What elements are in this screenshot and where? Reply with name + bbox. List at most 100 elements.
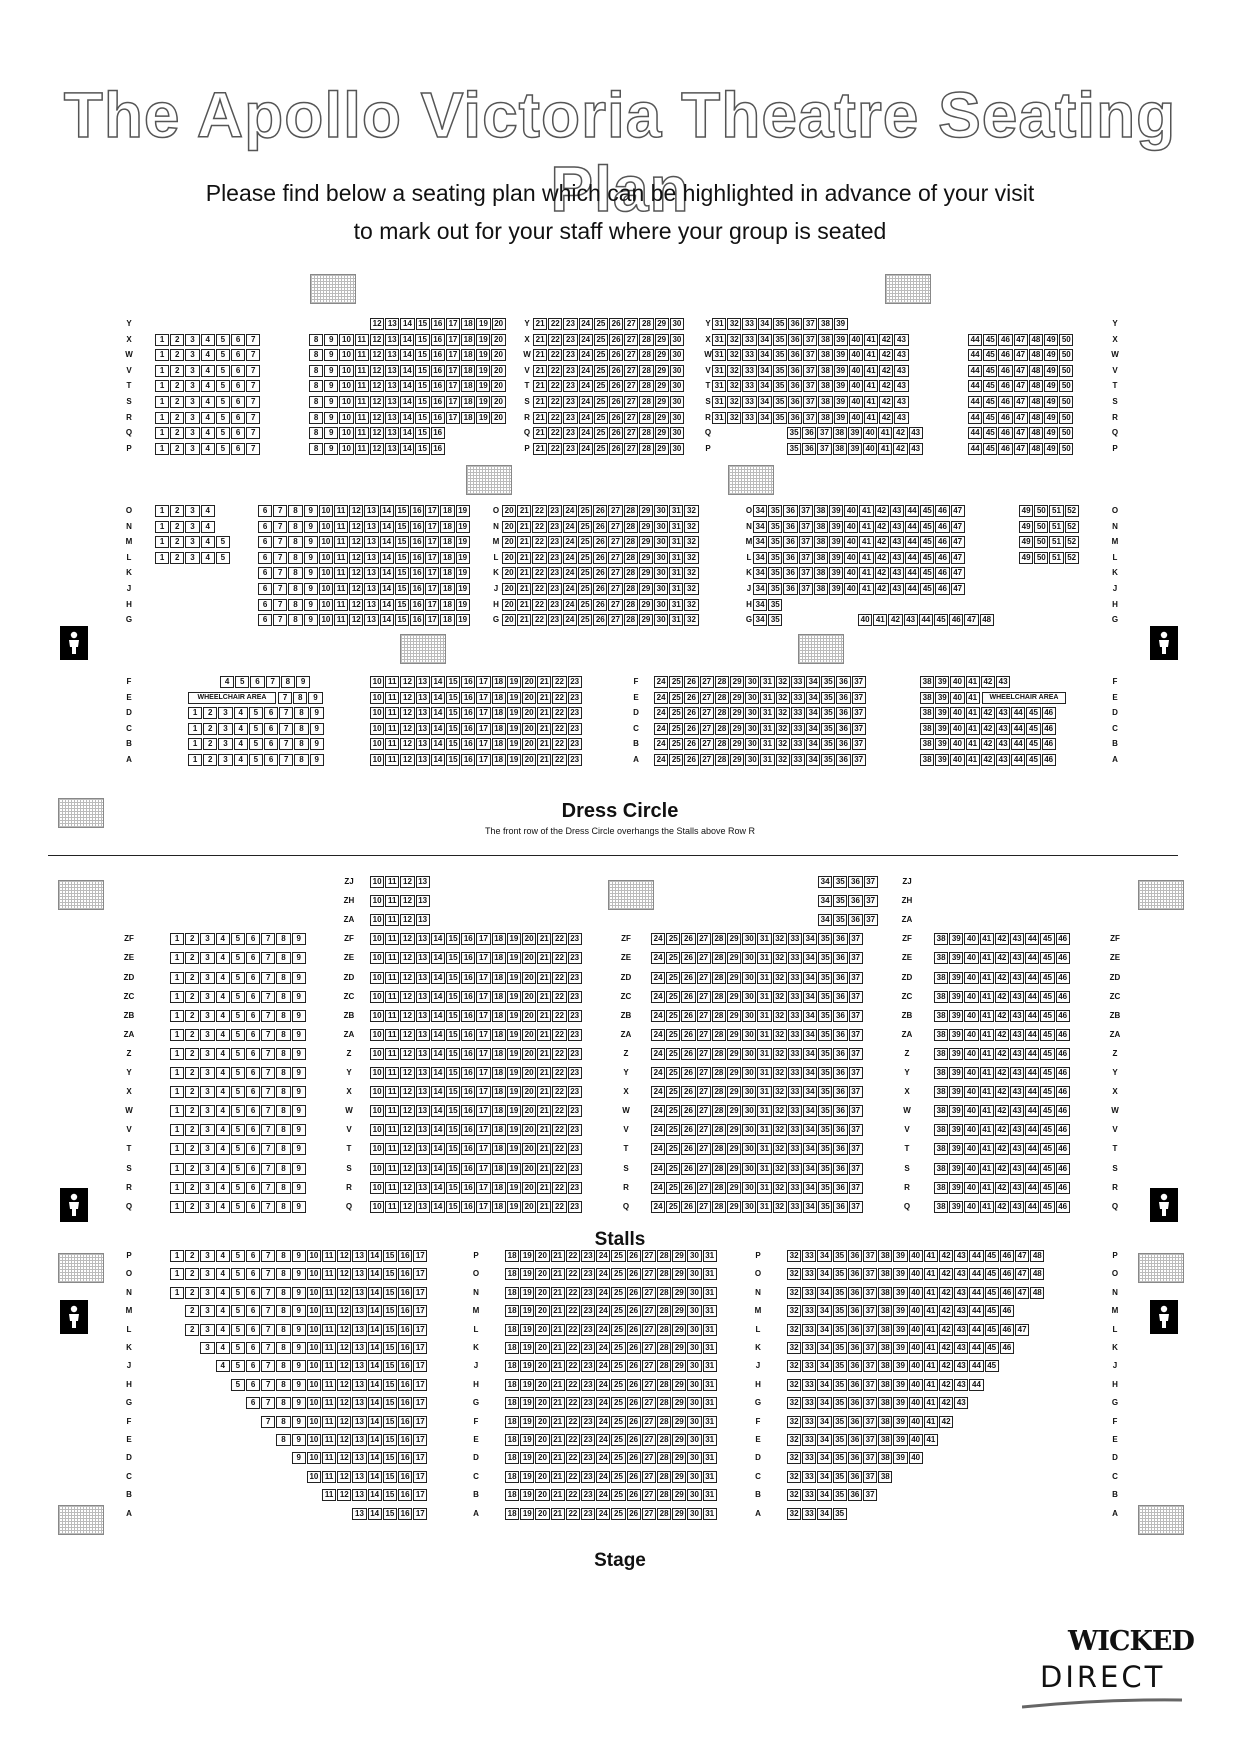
seat[interactable]: 29 [654, 349, 669, 362]
seat[interactable]: 34 [803, 1067, 818, 1079]
seat[interactable]: 37 [863, 1305, 878, 1318]
seat[interactable]: 21 [533, 380, 548, 393]
seat[interactable]: 39 [893, 1342, 908, 1354]
seat[interactable]: 16 [410, 583, 425, 595]
seat[interactable]: 32 [727, 349, 742, 362]
seat[interactable]: 41 [979, 1028, 994, 1041]
seat[interactable]: 14 [430, 1105, 445, 1118]
seat[interactable]: 12 [337, 1378, 352, 1391]
seat[interactable]: 40 [848, 333, 863, 346]
seat[interactable]: 18 [505, 1434, 520, 1446]
seat[interactable]: 32 [772, 990, 787, 1003]
seat[interactable]: 13 [415, 1105, 430, 1118]
seat[interactable]: 19 [506, 1143, 521, 1156]
seat[interactable]: 22 [552, 676, 567, 688]
seat[interactable]: 3 [218, 722, 233, 735]
seat[interactable]: 39 [935, 676, 950, 688]
seat[interactable]: 35 [818, 1105, 833, 1118]
seat[interactable]: 41 [923, 1360, 938, 1373]
seat[interactable]: 6 [246, 1162, 261, 1175]
seat[interactable]: 11 [385, 691, 400, 704]
seat[interactable]: 17 [445, 396, 460, 408]
seat[interactable]: 6 [246, 1143, 261, 1156]
seat[interactable]: 24 [562, 567, 577, 580]
seat[interactable]: 45 [934, 614, 949, 627]
seat[interactable]: 14 [400, 349, 415, 362]
seat[interactable]: 11 [322, 1286, 337, 1299]
seat[interactable]: 5 [230, 1124, 245, 1137]
seat[interactable]: 27 [641, 1415, 656, 1428]
seat[interactable]: 18 [491, 1181, 506, 1194]
seat[interactable]: 35 [768, 536, 783, 549]
seat[interactable]: 34 [803, 1105, 818, 1118]
seat[interactable]: 28 [657, 1360, 672, 1373]
seat[interactable]: 35 [832, 1434, 847, 1446]
seat[interactable]: 2 [185, 1250, 200, 1262]
seat[interactable]: 4 [220, 676, 235, 688]
seat[interactable]: 42 [994, 1200, 1009, 1213]
seat[interactable]: 9 [291, 1286, 306, 1299]
seat[interactable]: 15 [446, 1028, 461, 1041]
seat[interactable]: 39 [949, 1009, 964, 1022]
seat[interactable]: 38 [920, 754, 935, 766]
seat[interactable]: 24 [596, 1452, 611, 1465]
seat[interactable]: 29 [654, 318, 669, 330]
seat[interactable]: 9 [309, 754, 324, 766]
seat[interactable]: 42 [994, 1067, 1009, 1079]
seat[interactable]: 16 [461, 990, 476, 1003]
seat[interactable]: 32 [684, 614, 699, 627]
seat[interactable]: 8 [276, 1105, 291, 1118]
seat[interactable]: 41 [965, 691, 980, 704]
seat[interactable]: 44 [1025, 971, 1040, 984]
seat[interactable]: 11 [322, 1268, 337, 1281]
seat[interactable]: 20 [522, 1181, 537, 1194]
seat[interactable]: 45 [984, 1268, 999, 1281]
seat[interactable]: 17 [413, 1397, 428, 1410]
seat[interactable]: 13 [415, 1162, 430, 1175]
seat[interactable]: 25 [666, 952, 681, 965]
seat[interactable]: 48 [1028, 364, 1043, 377]
seat[interactable]: 24 [654, 722, 669, 735]
seat[interactable]: 15 [382, 1323, 397, 1336]
seat[interactable]: 38 [818, 396, 833, 408]
seat[interactable]: 12 [337, 1323, 352, 1336]
seat[interactable]: 34 [803, 952, 818, 965]
seat[interactable]: 9 [303, 551, 318, 564]
seat[interactable]: 2 [170, 505, 185, 517]
seat[interactable]: 26 [626, 1286, 641, 1299]
seat[interactable]: 39 [893, 1360, 908, 1373]
seat[interactable]: 50 [1059, 380, 1074, 393]
seat[interactable]: 7 [261, 1415, 276, 1428]
seat[interactable]: 20 [502, 536, 517, 549]
seat[interactable]: 11 [322, 1452, 337, 1465]
seat[interactable]: 40 [964, 933, 979, 946]
seat[interactable]: 27 [696, 1124, 711, 1137]
seat[interactable]: 13 [352, 1268, 367, 1281]
seat[interactable]: 16 [398, 1360, 413, 1373]
seat[interactable]: 2 [170, 551, 185, 564]
seat[interactable]: 35 [818, 1143, 833, 1156]
seat[interactable]: 44 [968, 411, 983, 424]
seat[interactable]: 37 [803, 349, 818, 362]
seat[interactable]: 40 [964, 990, 979, 1003]
seat[interactable]: 35 [821, 676, 836, 688]
seat[interactable]: 29 [727, 971, 742, 984]
seat[interactable]: 9 [291, 1162, 306, 1175]
seat[interactable]: 5 [248, 754, 263, 766]
seat[interactable]: 29 [654, 364, 669, 377]
seat[interactable]: 43 [903, 614, 918, 627]
seat[interactable]: 5 [215, 349, 230, 362]
seat[interactable]: 33 [802, 1286, 817, 1299]
seat[interactable]: 37 [803, 318, 818, 330]
seat[interactable]: 24 [578, 442, 593, 455]
seat[interactable]: 32 [772, 1067, 787, 1079]
seat[interactable]: 26 [626, 1470, 641, 1483]
seat[interactable]: 28 [657, 1305, 672, 1318]
seat[interactable]: 15 [382, 1507, 397, 1520]
seat[interactable]: 21 [550, 1268, 565, 1281]
seat[interactable]: 12 [400, 707, 415, 720]
seat[interactable]: 14 [430, 1181, 445, 1194]
seat[interactable]: 2 [170, 349, 185, 362]
seat[interactable]: 7 [246, 380, 261, 393]
seat[interactable]: 13 [415, 1200, 430, 1213]
